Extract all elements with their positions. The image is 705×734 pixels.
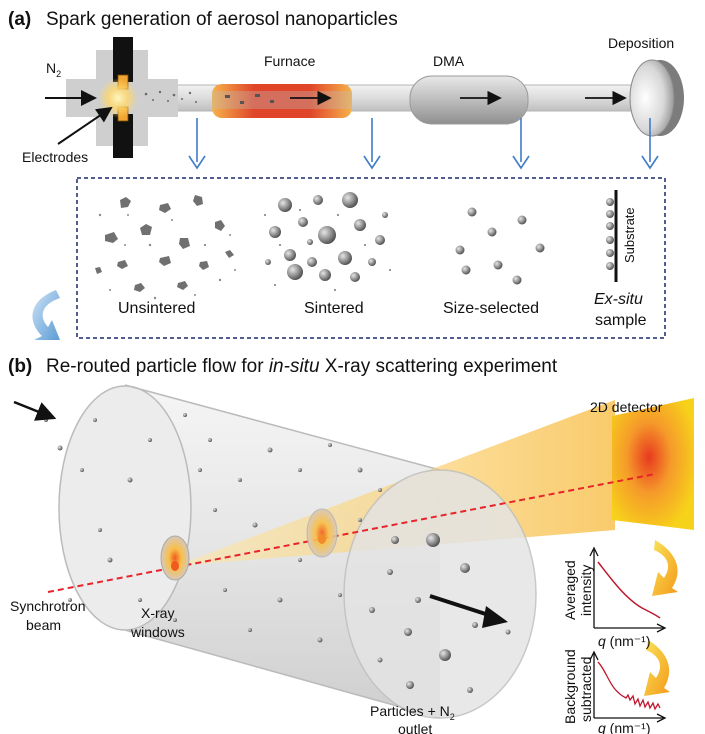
xray-window-1 xyxy=(160,535,190,581)
plot-background-subtracted xyxy=(589,650,667,723)
furnace-particles xyxy=(225,94,274,104)
substrate-label: Substrate xyxy=(622,207,637,263)
outlet-label-1: Particles + N2 xyxy=(370,703,455,722)
size-selected-particles xyxy=(455,207,545,285)
windows-label-1: X-ray xyxy=(141,605,174,621)
plot2-ylabel-2: subtracted xyxy=(578,657,594,722)
chamber-particles xyxy=(44,413,511,693)
plot2-curve xyxy=(597,661,661,711)
curved-arrow-yellow-2 xyxy=(644,640,670,696)
unsintered-specks xyxy=(98,213,236,300)
exsitu-label: Ex-situ xyxy=(594,291,643,308)
plot1-xlabel: q (nm⁻¹) xyxy=(598,633,651,649)
gas-inlet-label: N2 xyxy=(46,60,61,79)
synchrotron-label-1: Synchrotron xyxy=(10,598,85,614)
electrodes-label: Electrodes xyxy=(22,149,88,165)
panel-b-label: (b) xyxy=(8,356,32,377)
outlet-label-2: outlet xyxy=(398,721,432,734)
2d-detector xyxy=(612,398,694,530)
furnace xyxy=(212,84,352,118)
xray-window-2 xyxy=(306,508,338,558)
panel-a-label: (a) xyxy=(8,9,31,30)
synchrotron-label-2: beam xyxy=(26,617,61,633)
unsintered-label: Unsintered xyxy=(118,300,195,317)
detector-label: 2D detector xyxy=(590,399,663,415)
plot1-ylabel-1: Averaged xyxy=(562,560,578,620)
deposition-disk xyxy=(629,59,684,137)
plot-averaged-intensity xyxy=(589,546,667,633)
plot1-ylabel-2: intensity xyxy=(578,565,594,616)
sintered-label: Sintered xyxy=(304,300,364,317)
chamber-inlet-arrow xyxy=(13,400,57,421)
spark-chamber xyxy=(66,37,178,158)
curved-arrow-blue xyxy=(32,290,60,340)
panel-a-title: Spark generation of aerosol nanoparticle… xyxy=(46,9,398,30)
spark-particles xyxy=(144,90,197,103)
dma-label: DMA xyxy=(433,53,465,69)
sample-label: sample xyxy=(595,312,647,329)
plot1-curve xyxy=(597,561,661,619)
sintered-specks xyxy=(264,209,391,291)
sample-box xyxy=(76,177,666,339)
plot2-xlabel: q (nm⁻¹) xyxy=(598,720,651,734)
size-selected-label: Size-selected xyxy=(443,300,539,317)
sintered-particles xyxy=(265,192,388,282)
synchrotron-beam xyxy=(47,473,656,593)
plot2-ylabel-1: Background xyxy=(562,649,578,724)
furnace-label: Furnace xyxy=(264,53,316,69)
panel-b-title: Re-routed particle flow for in-situ X-ra… xyxy=(46,356,558,377)
unsintered-particles xyxy=(95,195,234,292)
electrodes-pointer xyxy=(57,106,113,145)
windows-label-2: windows xyxy=(130,624,185,640)
chamber-outlet-face xyxy=(343,469,537,719)
deposited-particles xyxy=(606,198,614,270)
dma xyxy=(409,75,529,125)
deposition-label: Deposition xyxy=(608,35,674,51)
sampling-arrows xyxy=(188,118,659,170)
curved-arrow-yellow-1 xyxy=(652,540,678,596)
